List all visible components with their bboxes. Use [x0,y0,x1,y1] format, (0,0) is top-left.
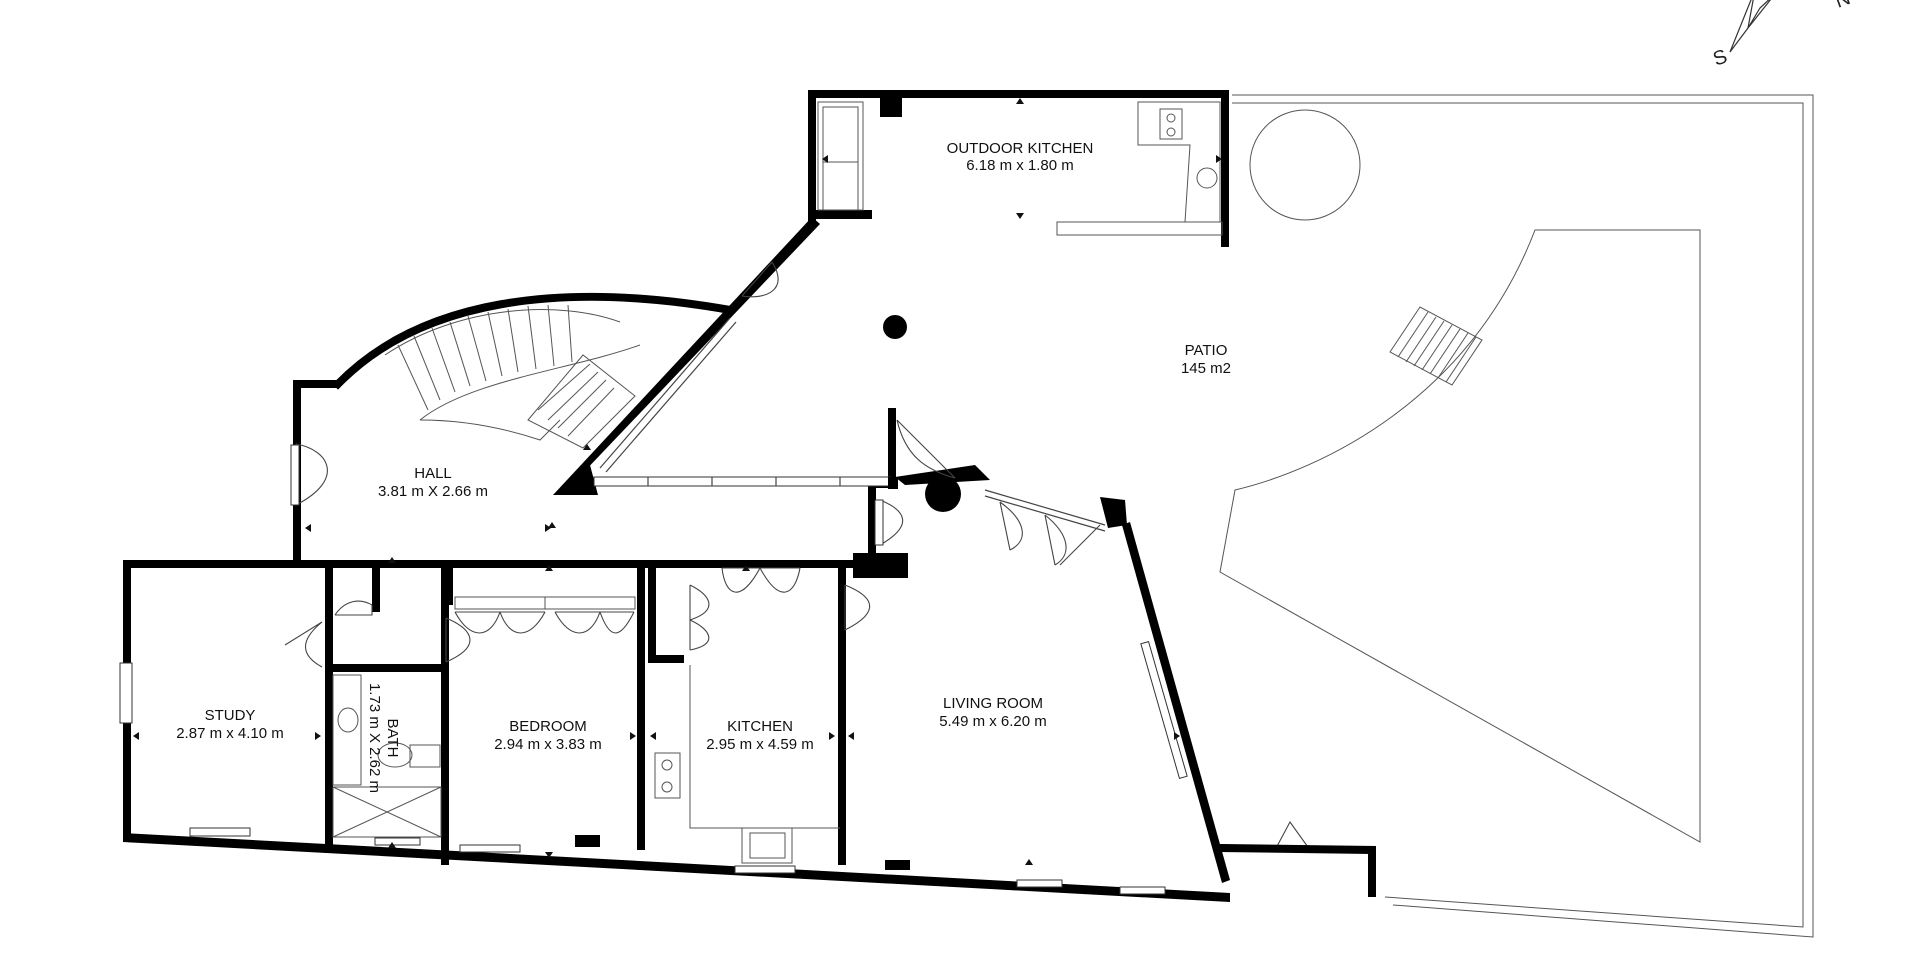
hall-area [290,217,898,506]
dimension-arrows [133,98,1222,865]
study-name: STUDY [205,707,256,724]
study-size: 2.87 m x 4.10 m [176,725,284,742]
living-room-size: 5.49 m x 6.20 m [939,713,1047,730]
bath-door[interactable] [334,600,373,616]
deck-steps [1389,306,1483,386]
study-area [119,621,323,837]
kitchen-size: 2.95 m x 4.59 m [706,736,814,753]
bath-toilet-icon [377,742,413,768]
bedroom-name: BEDROOM [509,718,587,735]
kitchen-area [654,567,871,874]
bath-sink-icon [337,707,359,733]
hall-staircase [384,304,641,449]
outdoor-kitchen-size: 6.18 m x 1.80 m [966,157,1074,174]
compass-rose: S N [1710,0,1853,71]
kitchen-sink-icon [749,832,786,859]
patio-round-table [1249,109,1361,221]
bedroom-door[interactable] [445,617,471,663]
compass-needle-icon [1729,0,1754,53]
kitchen-name: KITCHEN [727,718,793,735]
bath-name: BATH [384,719,401,758]
patio-column [883,315,907,339]
hall-size: 3.81 m X 2.66 m [378,483,488,500]
compass-south-letter: S [1710,45,1730,70]
outdoor-kitchen-area [741,90,1229,298]
bedroom-area [445,596,636,853]
study-door[interactable] [284,621,323,668]
bath-area [332,600,442,846]
living-room-area [874,419,1188,895]
outdoor-kitchen-name: OUTDOOR KITCHEN [947,140,1094,157]
patio-area [1219,94,1814,938]
bedroom-size: 2.94 m x 3.83 m [494,736,602,753]
compass-north-letter: N [1832,0,1853,13]
room-labels: OUTDOOR KITCHEN 6.18 m x 1.80 m PATIO 14… [176,140,1231,793]
living-room-name: LIVING ROOM [943,695,1043,712]
kitchen-door[interactable] [844,584,871,631]
hall-name: HALL [414,465,452,482]
outdoor-kitchen-door[interactable] [741,261,779,298]
exterior-walls [123,292,1376,902]
bath-size: 1.73 m X 2.62 m [366,683,383,793]
patio-name: PATIO [1185,342,1228,359]
patio-size: 145 m2 [1181,360,1231,377]
